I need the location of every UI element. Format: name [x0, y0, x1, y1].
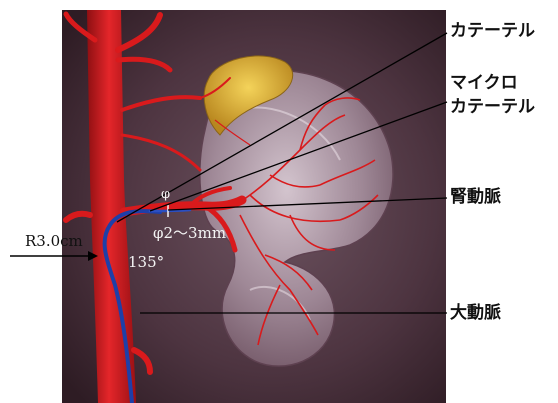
label-microcatheter-line2: カテーテル — [450, 96, 535, 118]
angle-label: 135° — [128, 253, 164, 271]
label-catheter: カテーテル — [450, 20, 535, 42]
phi-symbol-label: φ — [161, 187, 170, 202]
diameter-label: φ2〜3mm — [153, 222, 226, 243]
label-renal-artery: 腎動脈 — [450, 186, 501, 208]
label-microcatheter-line1: マイクロ — [450, 72, 518, 94]
radius-label: R3.0cm — [25, 232, 83, 250]
label-aorta: 大動脈 — [450, 302, 501, 324]
